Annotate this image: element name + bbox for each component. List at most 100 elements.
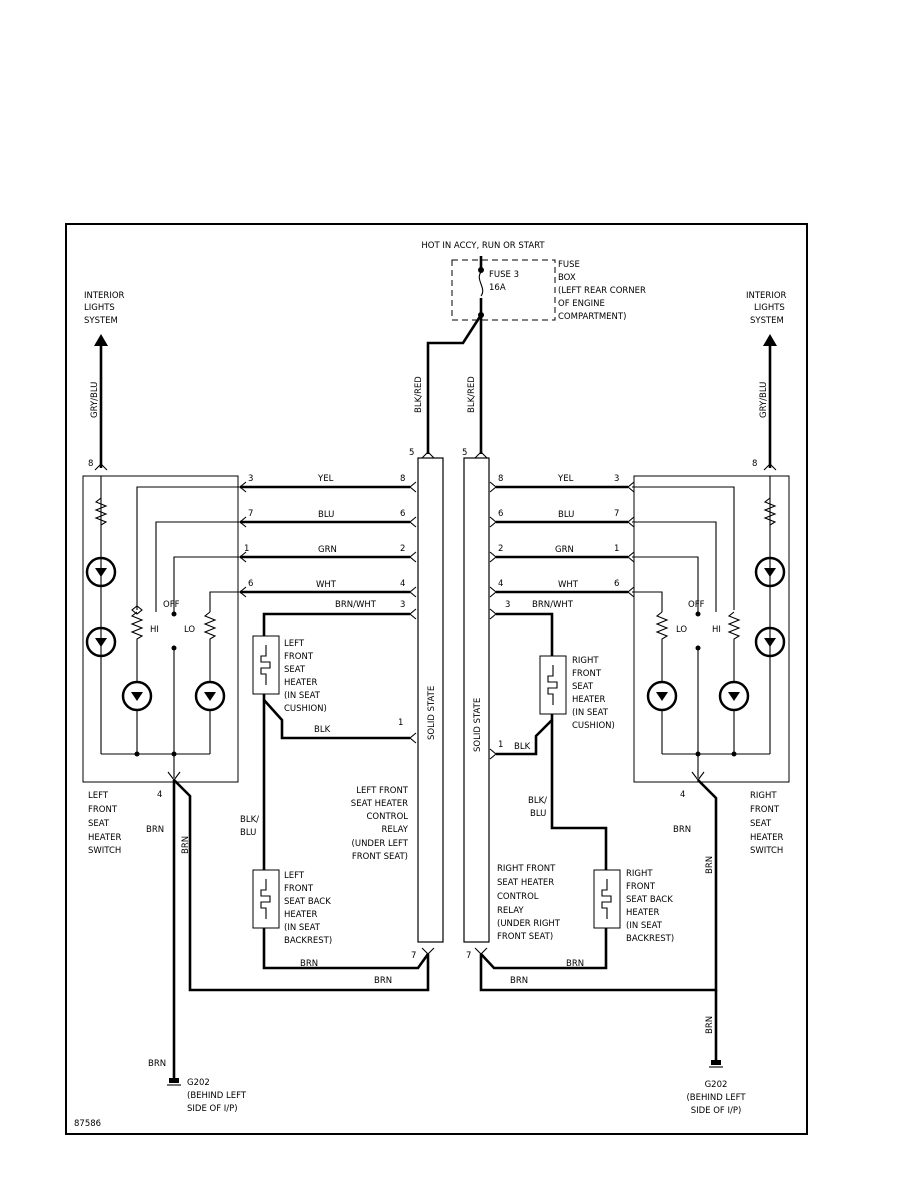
wire-label: BLK [314, 725, 331, 735]
right-back-heater [593, 869, 621, 929]
interior-lights-label: INTERIOR [84, 291, 125, 301]
heater-label: SEAT BACK [626, 895, 673, 905]
ground-icon [169, 1078, 179, 1083]
figure-id: 87586 [74, 1119, 101, 1129]
heater-label: BACKREST) [284, 936, 332, 946]
pin-label: 3 [248, 474, 253, 484]
resistor-icon [727, 611, 741, 682]
switch-label: LEFT [88, 791, 109, 801]
pin-label: 7 [614, 509, 619, 519]
right-harness: 8 6 2 4 3 1 3 7 1 6 YEL BLU GRN WHT BRN/… [466, 474, 718, 1056]
resistor-icon [203, 611, 217, 682]
wire-label: BLK/ [240, 815, 259, 825]
led-indicator-icon [85, 556, 117, 588]
wire-label: BLK [514, 742, 531, 752]
left-relay-body [417, 457, 444, 943]
switch-position-off: OFF [688, 600, 705, 610]
pin-label: 3 [400, 600, 405, 610]
heater-label: RIGHT [626, 869, 653, 879]
relay-label: RELAY [381, 825, 408, 835]
fuse-name: FUSE 3 [489, 270, 519, 280]
wire-label: BRN [146, 825, 164, 835]
relay-label: FRONT SEAT) [497, 932, 553, 942]
heater-label: (IN SEAT [572, 708, 609, 718]
heater-label: FRONT [284, 884, 314, 894]
fuse-box-label: (LEFT REAR CORNER [558, 286, 646, 296]
wire-label: BRN [300, 959, 318, 969]
left-cushion-heater [252, 635, 280, 695]
fuse-box-label: BOX [558, 273, 576, 283]
heater-label: FRONT [572, 669, 602, 679]
pin-label: 3 [505, 600, 510, 610]
pin-label: 1 [398, 718, 403, 728]
pin-label: 2 [400, 544, 405, 554]
heater-label: SEAT [572, 682, 594, 692]
pin-label: 7 [466, 951, 471, 961]
fuse-box-label: OF ENGINE [558, 299, 605, 309]
fuse-box: FUSE 3 16A FUSE BOX (LEFT REAR CORNER OF… [451, 256, 646, 322]
pin-label: 5 [462, 448, 467, 458]
relay-label: SEAT HEATER [497, 878, 554, 888]
heater-element-icon [601, 879, 612, 919]
pin-label: 6 [498, 509, 503, 519]
left-back-heater [252, 869, 280, 929]
relay-label: SEAT HEATER [351, 799, 408, 809]
left-ground: G202 (BEHIND LEFT SIDE OF I/P) [167, 1074, 247, 1114]
pin-label: 8 [752, 459, 757, 469]
switch-label: HEATER [88, 833, 121, 843]
interior-lights-label: INTERIOR [746, 291, 787, 301]
led-indicator-icon [754, 556, 786, 588]
left-harness: 3 7 1 6 8 6 2 4 3 1 YEL BLU GRN WHT BRN/… [146, 474, 435, 1074]
heater-label: FRONT [626, 882, 656, 892]
wire-label: BLU [530, 809, 546, 819]
switch-label: FRONT [88, 805, 118, 815]
heater-label: SEAT BACK [284, 897, 331, 907]
wire-label: BLU [240, 828, 256, 838]
heater-label: CUSHION) [572, 721, 615, 731]
pin-label: 7 [411, 951, 416, 961]
relay-label: RELAY [497, 906, 524, 916]
switch-position-lo: LO [184, 625, 195, 635]
heater-element-icon [260, 645, 271, 685]
wire-label: BRN [673, 825, 691, 835]
switch-label: FRONT [750, 805, 780, 815]
wire-label: GRY/BLU [90, 382, 100, 418]
fuse-element-icon [478, 271, 484, 297]
switch-label: SEAT [750, 819, 772, 829]
resistor-icon [130, 611, 144, 682]
relay-label-left: SOLID STATE [427, 686, 437, 740]
ground-label: G202 [705, 1080, 728, 1090]
resistor-icon [763, 497, 777, 526]
pin-label: 6 [248, 579, 253, 589]
interior-lights-label: SYSTEM [84, 316, 118, 326]
relay-label: RIGHT FRONT [497, 864, 556, 874]
interior-lights-label: SYSTEM [750, 316, 784, 326]
heater-element-icon [547, 665, 558, 705]
wire-label: BLK/RED [414, 376, 424, 413]
heater-label: BACKREST) [626, 934, 674, 944]
pin-label: 4 [680, 790, 685, 800]
ground-label: SIDE OF I/P) [187, 1104, 238, 1114]
left-interior-lights: INTERIOR LIGHTS SYSTEM GRY/BLU 8 [84, 291, 125, 471]
ground-label: (BEHIND LEFT [686, 1093, 746, 1103]
wire-label: GRY/BLU [759, 382, 769, 418]
wire-label: BRN [566, 959, 584, 969]
relay-label: (UNDER LEFT [352, 839, 409, 849]
wire-label: BRN/WHT [335, 600, 377, 610]
diagram-frame [65, 223, 808, 1135]
switch-label: SEAT [88, 819, 110, 829]
arrow-up-icon [763, 334, 777, 346]
heater-label: RIGHT [572, 656, 599, 666]
switch-label: RIGHT [750, 791, 777, 801]
right-seat-heater-switch: HI OFF LO RIGHT FRONT SEAT HEATER SWITCH [632, 475, 790, 856]
arrow-up-icon [94, 334, 108, 346]
power-source: HOT IN ACCY, RUN OR START [421, 241, 545, 251]
fuse-box-outline [451, 259, 556, 321]
wire-label: BRN [705, 856, 715, 874]
wire-label: GRN [318, 545, 337, 555]
led-indicator-icon [85, 626, 117, 658]
relay-label: (UNDER RIGHT [497, 919, 561, 929]
right-relay-body [463, 457, 490, 943]
heater-label: (IN SEAT [284, 691, 321, 701]
